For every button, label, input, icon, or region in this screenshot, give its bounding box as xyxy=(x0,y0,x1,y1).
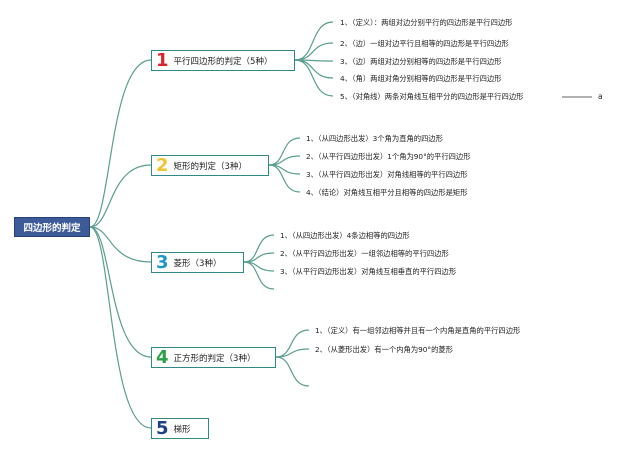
branch-5-label: 梯形 xyxy=(173,424,191,435)
branch-4-item-2: 2、（从菱形出发）有一个内角为90°的菱形 xyxy=(315,345,453,354)
branch-3-item-4-link xyxy=(243,261,275,290)
root-to-branch-4-link xyxy=(89,226,152,358)
branch-4-item-1: 1、（定义）有一组邻边相等并且有一个内角是直角的平行四边形 xyxy=(315,326,521,335)
branch-1-item-4: 4、（角）两组对角分别相等的四边形是平行四边形 xyxy=(340,74,502,83)
branch-4-item-2-link xyxy=(275,348,310,358)
root-node[interactable]: 四边形的判定 xyxy=(14,217,90,237)
branch-3-number: 3 xyxy=(156,251,169,273)
root-to-branch-2-link xyxy=(89,164,152,228)
branch-1-item-1: 1、（定义）：两组对边分别平行的四边形是平行四边形 xyxy=(340,18,513,27)
branch-3-item-1: 1、（从四边形出发）4条边相等的四边形 xyxy=(280,231,410,240)
branch-1-item-5: 5、（对角线）两条对角线互相平分的四边形是平行四边形 xyxy=(340,92,524,101)
branch-1-item-1-link xyxy=(294,21,334,61)
branch-4-number: 4 xyxy=(156,346,169,368)
branch-1-item-2-link xyxy=(294,42,334,61)
branch-5-number: 5 xyxy=(156,417,169,439)
branch-3-item-1-link xyxy=(243,234,275,263)
branch-1-trailing-label: a xyxy=(598,92,603,101)
root-to-branch-3-link xyxy=(89,226,152,263)
branch-2-item-4-link xyxy=(268,164,301,193)
root-to-branch-1-link xyxy=(89,59,152,228)
branch-2-item-2: 2、（从平行四边形出发）1个角为90°的平行四边形 xyxy=(306,152,471,161)
root-label: 四边形的判定 xyxy=(23,223,81,234)
branch-3-label: 菱形（3种） xyxy=(173,258,222,269)
branch-4-node[interactable]: 4 正方形的判定（3种） xyxy=(151,347,276,368)
root-to-branch-5-link xyxy=(89,226,152,429)
branch-3-item-3: 3、（从平行四边形出发）对角线互相垂直的平行四边形 xyxy=(280,267,457,276)
branch-1-node[interactable]: 1 平行四边形的判定（5种） xyxy=(151,50,295,71)
branch-1-item-2: 2、（边）一组对边平行且相等的四边形是平行四边形 xyxy=(340,39,509,48)
branch-2-item-4: 4、（结论）对角线互相平分且相等的四边形是矩形 xyxy=(306,188,468,197)
branch-5-node[interactable]: 5 梯形 xyxy=(151,418,209,439)
branch-2-node[interactable]: 2 矩形的判定（3种） xyxy=(151,155,269,176)
branch-1-item-5-link xyxy=(294,59,334,97)
branch-2-item-3: 3、（从平行四边形出发）对角线相等的平行四边形 xyxy=(306,170,468,179)
branch-4-label: 正方形的判定（3种） xyxy=(173,353,256,364)
branch-1-label: 平行四边形的判定（5种） xyxy=(173,56,273,67)
branch-2-item-1-link xyxy=(268,137,301,166)
branch-1-number: 1 xyxy=(156,49,169,71)
branch-1-item-4-link xyxy=(294,59,334,79)
branch-1-item-3: 3、（边）两组对边分别相等的四边形是平行四边形 xyxy=(340,57,502,66)
branch-2-item-1: 1、（从四边形出发）3个角为直角的四边形 xyxy=(306,134,443,143)
branch-3-node[interactable]: 3 菱形（3种） xyxy=(151,252,244,273)
branch-2-label: 矩形的判定（3种） xyxy=(173,161,247,172)
branch-4-item-3-link xyxy=(275,356,310,387)
branch-3-item-2: 2、（从平行四边形出发）一组邻边相等的平行四边形 xyxy=(280,249,449,258)
branch-2-number: 2 xyxy=(156,154,169,176)
